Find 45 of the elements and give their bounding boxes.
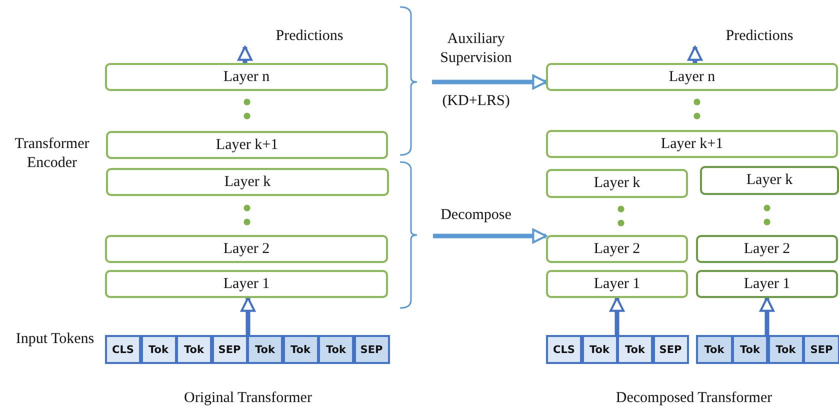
layer-box: Layer 1: [105, 270, 388, 298]
token-cell: Tok: [582, 335, 618, 364]
layer-box: Layer 2: [696, 235, 838, 263]
layer-box: Layer k+1: [106, 131, 388, 159]
arrow-caption: Auxiliary Supervision: [439, 30, 513, 68]
token-cell: Tok: [318, 335, 354, 364]
layer-box: Layer 1: [546, 270, 688, 298]
arrow: [240, 296, 256, 335]
token-cell: SEP: [652, 335, 688, 364]
token-cell: Tok: [732, 335, 768, 364]
token-cell: Tok: [696, 335, 732, 364]
token-cell: CLS: [105, 335, 141, 364]
layer-box: Layer k: [700, 166, 839, 195]
token-cell: CLS: [546, 335, 582, 364]
token-cell: SEP: [803, 335, 839, 364]
layer-box: Layer k: [546, 169, 688, 198]
layer-box: Layer 2: [546, 235, 688, 263]
layer-box: Layer n: [105, 63, 388, 91]
token-cell: SEP: [354, 335, 390, 364]
token-cell: Tok: [140, 335, 176, 364]
caption: Decomposed Transformer: [614, 389, 774, 408]
arrow: [688, 46, 702, 63]
token-cell: Tok: [247, 335, 283, 364]
token-cell: Tok: [282, 335, 318, 364]
token-cell: Tok: [617, 335, 653, 364]
arrow-caption: Decompose: [440, 206, 512, 225]
caption: Original Transformer: [183, 389, 313, 408]
arrow: [610, 296, 624, 335]
output-label: Predictions: [712, 25, 807, 47]
layer-box: Layer k+1: [546, 130, 838, 158]
section-label: Transformer Encoder: [14, 135, 90, 173]
arrow-caption: (KD+LRS): [441, 92, 511, 111]
token-cell: Tok: [176, 335, 212, 364]
arrow: [238, 46, 252, 63]
arrow: [433, 228, 548, 244]
layer-box: Layer 1: [696, 270, 838, 298]
arrow: [432, 74, 548, 90]
layer-box: Layer 2: [105, 235, 388, 263]
section-label: Input Tokens: [14, 330, 96, 349]
token-cell: SEP: [212, 335, 248, 364]
token-cell: Tok: [768, 335, 804, 364]
output-label: Predictions: [262, 25, 357, 47]
arrow: [760, 296, 774, 335]
layer-box: Layer n: [546, 63, 838, 91]
layer-box: Layer k: [106, 168, 389, 196]
